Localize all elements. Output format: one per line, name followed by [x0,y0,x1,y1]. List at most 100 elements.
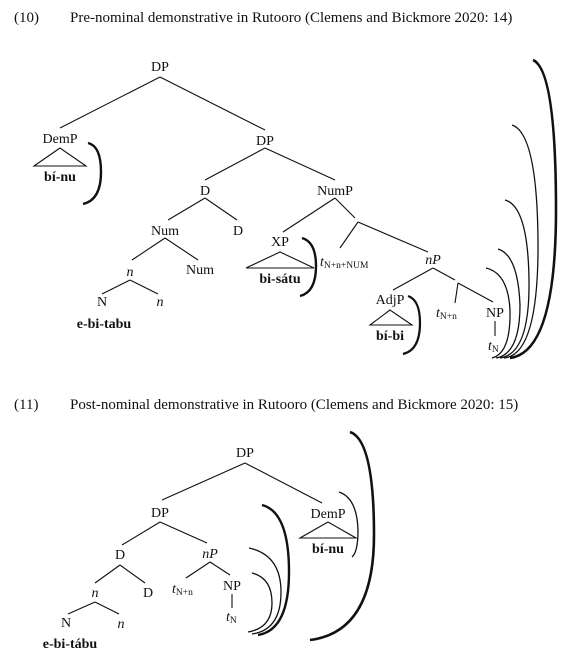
tree10-edge [454,282,459,304]
example-11-number: (11) [14,397,39,413]
tree10-node-N: N [97,295,107,310]
tree10-edge [339,221,359,249]
tree10-node-nump: NumP [317,184,353,199]
tree11-movement-bracket [338,491,359,558]
tree10-roof [245,251,315,269]
tree11-node-demp: DemP [311,507,346,522]
tree10-trace-n-sub: N [492,345,499,355]
tree10-node-num-head: Num [186,263,214,278]
tree11-movement-bracket [247,572,273,633]
tree11-word-binu: bí-nu [312,542,344,557]
tree10-trace-n: tN [488,339,499,355]
tree11-word-ebitabu: e-bi-tábu [43,637,98,652]
tree10-movement-bracket [499,199,530,359]
tree10-edge [282,197,336,233]
tree10-edge [131,237,166,261]
tree11-movement-bracket [248,547,282,635]
tree10-node-d-head: D [200,184,210,199]
tree10-word-ebitabu: e-bi-tabu [77,317,132,332]
tree10-edge [357,221,429,253]
tree10-trace-num: tN+n+NUM [320,255,369,271]
tree11-edge [94,564,121,584]
tree10-word-bisatu: bi-sátu [259,272,300,287]
tree10-node-n-small: n [127,265,134,280]
tree11-edge [121,521,161,546]
tree11-edge [67,601,96,615]
tree11-node-n-small: n [92,586,99,601]
tree-11: DP DP DemP bí-nu D nP n D tN+n NP N n tN… [43,430,376,652]
tree10-node-NP: NP [486,306,504,321]
tree11-roof [297,521,359,539]
tree10-word-bibi: bí-bi [376,329,404,344]
tree10-node-d-trace: D [233,224,243,239]
tree10-node-adjp: AdjP [376,293,405,308]
example-11-header: (11) Post-nominal demonstrative in Rutoor… [14,397,518,414]
tree11-edge [209,561,231,576]
tree11-trace-n: tN [226,610,237,626]
example-10-header: (10) Pre-nominal demonstrative in Rutooro… [14,10,512,27]
tree10-movement-bracket [485,267,511,359]
tree10-edge [457,282,494,303]
tree10-edge [432,267,456,281]
tree11-trace-nn: tN+n [172,582,193,598]
tree11-node-N: N [61,616,71,631]
tree11-edge [185,561,211,579]
tree10-node-dp2: DP [256,134,274,149]
tree11-trace-nn-t: t [172,582,177,597]
tree-10: DP DemP bí-nu DP D NumP Num D XP bi-sátu… [32,58,558,360]
tree10-edge [334,197,356,219]
tree10-node-n-leaf: n [157,295,164,310]
tree10-roof [368,309,414,326]
tree10-movement-bracket [82,141,103,206]
tree10-movement-bracket [509,58,558,360]
tree11-trace-n-sub: N [230,616,237,626]
tree10-trace-nn-t: t [436,306,441,321]
tree11-movement-bracket [257,503,291,637]
tree10-edge [164,237,199,261]
tree10-edge [204,147,266,181]
tree11-edge [94,601,120,615]
tree10-node-xp: XP [271,235,289,250]
tree11-trace-nn-sub: N+n [176,588,193,598]
tree10-movement-bracket [299,236,318,298]
tree11-node-np-small: nP [202,547,218,562]
tree11-node-dp-root: DP [236,446,254,461]
tree11-node-n-leaf: n [118,617,125,632]
tree10-node-demp: DemP [43,132,78,147]
tree10-edge [167,197,206,221]
tree11-edge [119,564,146,584]
tree10-movement-bracket [495,248,521,359]
tree10-edge [392,267,434,291]
tree11-node-NP: NP [223,579,241,594]
tree11-node-d-head: D [115,548,125,563]
tree11-edge [159,521,208,544]
example-10-title: Pre-nominal demonstrative in Rutooro (Cl… [70,10,513,26]
tree10-movement-bracket [503,124,539,359]
tree10-trace-nn-sub: N+n [440,312,457,322]
tree10-node-num: Num [151,224,179,239]
tree11-node-d-trace: D [143,586,153,601]
tree11-edge [161,462,246,501]
tree10-node-dp-root: DP [151,60,169,75]
example-10-number: (10) [14,10,39,26]
tree10-movement-bracket [402,294,422,356]
tree10-edge [264,147,336,181]
tree11-trace-n-t: t [226,610,231,625]
example-11-title: Post-nominal demonstrative in Rutooro (C… [70,397,519,413]
tree10-edge [101,279,131,295]
tree10-edge [129,279,159,295]
tree10-edge [204,197,238,221]
tree10-trace-nn: tN+n [436,306,457,322]
tree10-roof [32,147,88,167]
tree10-node-np-small: nP [425,253,441,268]
tree11-node-dp2: DP [151,506,169,521]
tree10-trace-num-t: t [320,255,325,270]
tree11-movement-bracket [309,430,376,642]
tree10-trace-n-t: t [488,339,493,354]
tree10-trace-num-sub: N+n+NUM [324,261,369,271]
tree10-edge [159,76,266,131]
tree11-edge [244,462,323,504]
tree10-edge [59,76,161,129]
tree10-word-binu: bí-nu [44,170,76,185]
